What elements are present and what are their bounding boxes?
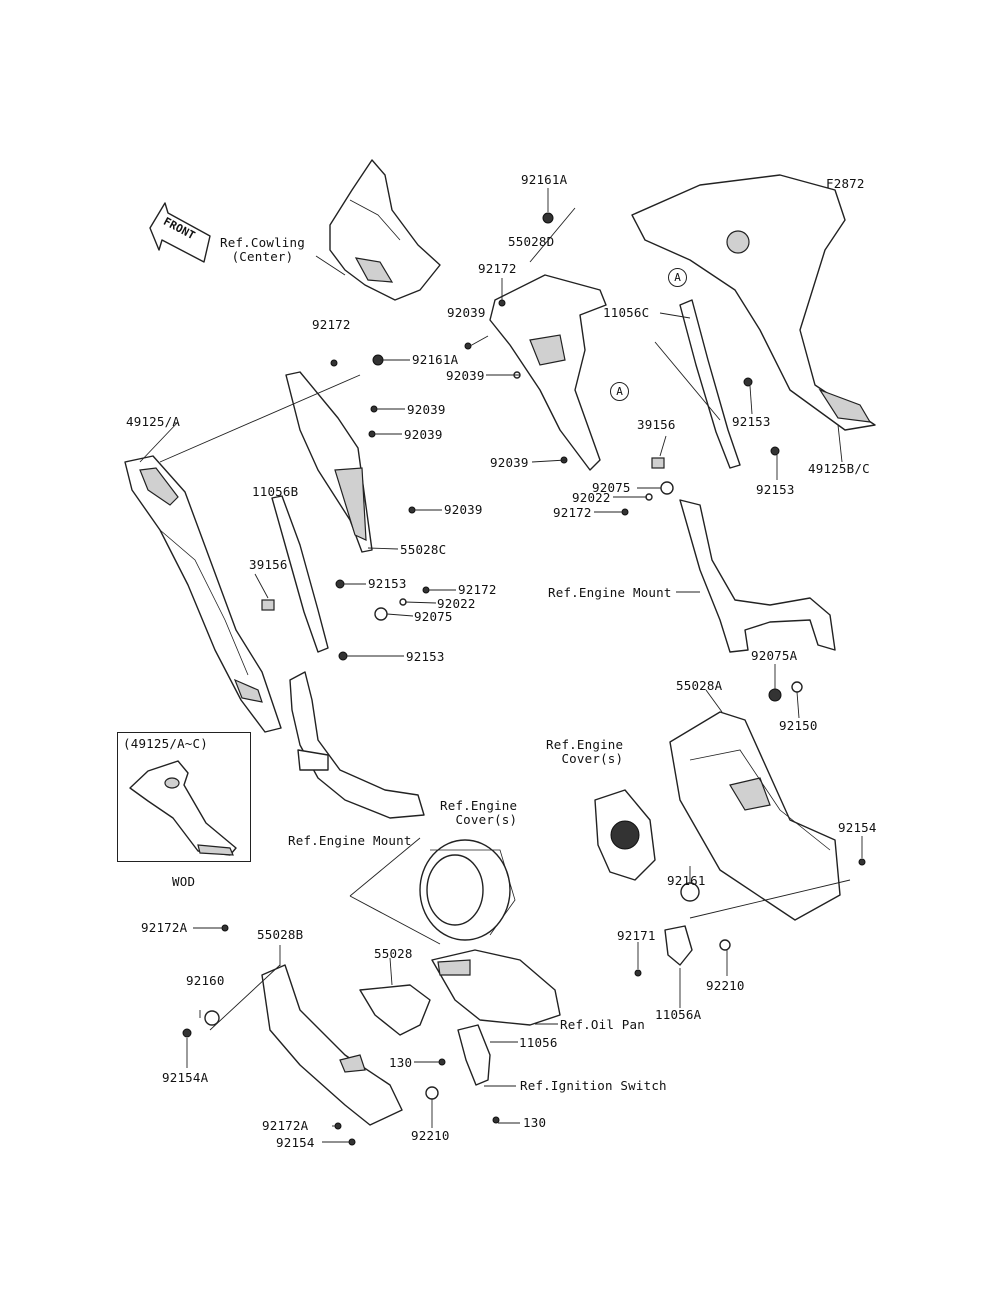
part-label-92161a-top: 92161A bbox=[521, 172, 568, 187]
engine-mount-left bbox=[289, 671, 425, 819]
ref-circle-a-top: A bbox=[668, 268, 687, 287]
part-label-92172-right: 92172 bbox=[553, 505, 592, 520]
part-label-92210-bottom: 92210 bbox=[411, 1128, 450, 1143]
part-label-55028d: 55028D bbox=[508, 234, 555, 249]
part-label-92022-right: 92022 bbox=[572, 490, 611, 505]
part-label-92022-left: 92022 bbox=[437, 596, 476, 611]
engine-mount-right bbox=[679, 499, 836, 653]
part-label-130-a: 130 bbox=[389, 1055, 413, 1070]
part-label-55028: 55028 bbox=[374, 946, 413, 961]
part-label-55028b: 55028B bbox=[257, 927, 304, 942]
inset-cowl-drawing bbox=[129, 760, 237, 856]
inner-bracket-left bbox=[285, 371, 373, 553]
part-label-92075a: 92075A bbox=[751, 648, 798, 663]
ref-cowling-center-label: Ref.Cowling (Center) bbox=[220, 235, 305, 264]
inset-title: (49125/A~C) bbox=[123, 736, 208, 751]
part-label-92039-a: 92039 bbox=[447, 305, 486, 320]
part-label-55028a: 55028A bbox=[676, 678, 723, 693]
part-label-92154-bottom: 92154 bbox=[276, 1135, 315, 1150]
engine-cover-ref-right bbox=[594, 789, 656, 881]
part-label-92160: 92160 bbox=[186, 973, 225, 988]
part-label-49125a: 49125/A bbox=[126, 414, 181, 429]
figure-code: F2872 bbox=[826, 176, 865, 191]
part-label-92210-right: 92210 bbox=[706, 978, 745, 993]
part-label-92153-r2: 92153 bbox=[756, 482, 795, 497]
part-label-92153-l2: 92153 bbox=[406, 649, 445, 664]
part-label-92172-l2: 92172 bbox=[458, 582, 497, 597]
part-label-11056: 11056 bbox=[519, 1035, 558, 1050]
part-label-39156-left: 39156 bbox=[249, 557, 288, 572]
bracket-55028 bbox=[359, 984, 431, 1036]
part-label-92039-b: 92039 bbox=[446, 368, 485, 383]
part-label-92172a-bottom: 92172A bbox=[262, 1118, 309, 1133]
part-label-92075-right: 92075 bbox=[592, 480, 631, 495]
ref-engine-mount-left-label: Ref.Engine Mount bbox=[288, 833, 412, 848]
part-label-11056a: 11056A bbox=[655, 1007, 702, 1022]
stay-11056b bbox=[271, 495, 329, 653]
front-arrow-icon bbox=[149, 202, 211, 263]
oil-pan-ref bbox=[431, 949, 561, 1026]
part-label-49125bc: 49125B/C bbox=[808, 461, 870, 476]
part-label-92161a-left: 92161A bbox=[412, 352, 459, 367]
engine-cover-guard-right bbox=[669, 711, 841, 921]
right-side-cowl bbox=[631, 174, 876, 431]
part-label-92171: 92171 bbox=[617, 928, 656, 943]
ref-engine-mount-right-label: Ref.Engine Mount bbox=[548, 585, 672, 600]
part-label-130-b: 130 bbox=[523, 1115, 547, 1130]
part-label-92039-l2: 92039 bbox=[404, 427, 443, 442]
variant-inset-box: (49125/A~C) bbox=[117, 732, 251, 862]
ref-ignition-switch-label: Ref.Ignition Switch bbox=[520, 1078, 667, 1093]
lower-cowl-55028b bbox=[261, 964, 403, 1126]
part-label-92172-top: 92172 bbox=[478, 261, 517, 276]
stay-11056c bbox=[679, 299, 741, 469]
cowling-center-ref bbox=[329, 159, 441, 301]
bracket-11056 bbox=[457, 1024, 491, 1086]
part-label-92039-c: 92039 bbox=[490, 455, 529, 470]
ref-engine-cover-right-label: Ref.Engine Cover(s) bbox=[546, 737, 624, 766]
part-label-92153-r1: 92153 bbox=[732, 414, 771, 429]
engine-cover-ref-left bbox=[419, 839, 516, 941]
left-side-cowl bbox=[124, 455, 282, 733]
part-label-11056c: 11056C bbox=[603, 305, 650, 320]
leader-lines bbox=[139, 188, 863, 1143]
part-label-92150: 92150 bbox=[779, 718, 818, 733]
part-label-55028c: 55028C bbox=[400, 542, 447, 557]
part-label-92172a-top: 92172A bbox=[141, 920, 188, 935]
part-label-92154a: 92154A bbox=[162, 1070, 209, 1085]
bracket-11056a bbox=[664, 925, 693, 966]
part-label-92161: 92161 bbox=[667, 873, 706, 888]
part-label-92154-right: 92154 bbox=[838, 820, 877, 835]
part-label-11056b: 11056B bbox=[252, 484, 299, 499]
part-label-92172-left: 92172 bbox=[312, 317, 351, 332]
inner-bracket-right bbox=[489, 274, 607, 471]
part-label-92075-left: 92075 bbox=[414, 609, 453, 624]
inset-caption: WOD bbox=[172, 874, 196, 889]
ref-circle-a-bottom: A bbox=[610, 382, 629, 401]
ref-engine-cover-left-label: Ref.Engine Cover(s) bbox=[440, 798, 518, 827]
part-label-92039-l1: 92039 bbox=[407, 402, 446, 417]
ref-oil-pan-label: Ref.Oil Pan bbox=[560, 1017, 645, 1032]
part-label-92039-l3: 92039 bbox=[444, 502, 483, 517]
part-label-39156-right: 39156 bbox=[637, 417, 676, 432]
part-label-92153-l1: 92153 bbox=[368, 576, 407, 591]
